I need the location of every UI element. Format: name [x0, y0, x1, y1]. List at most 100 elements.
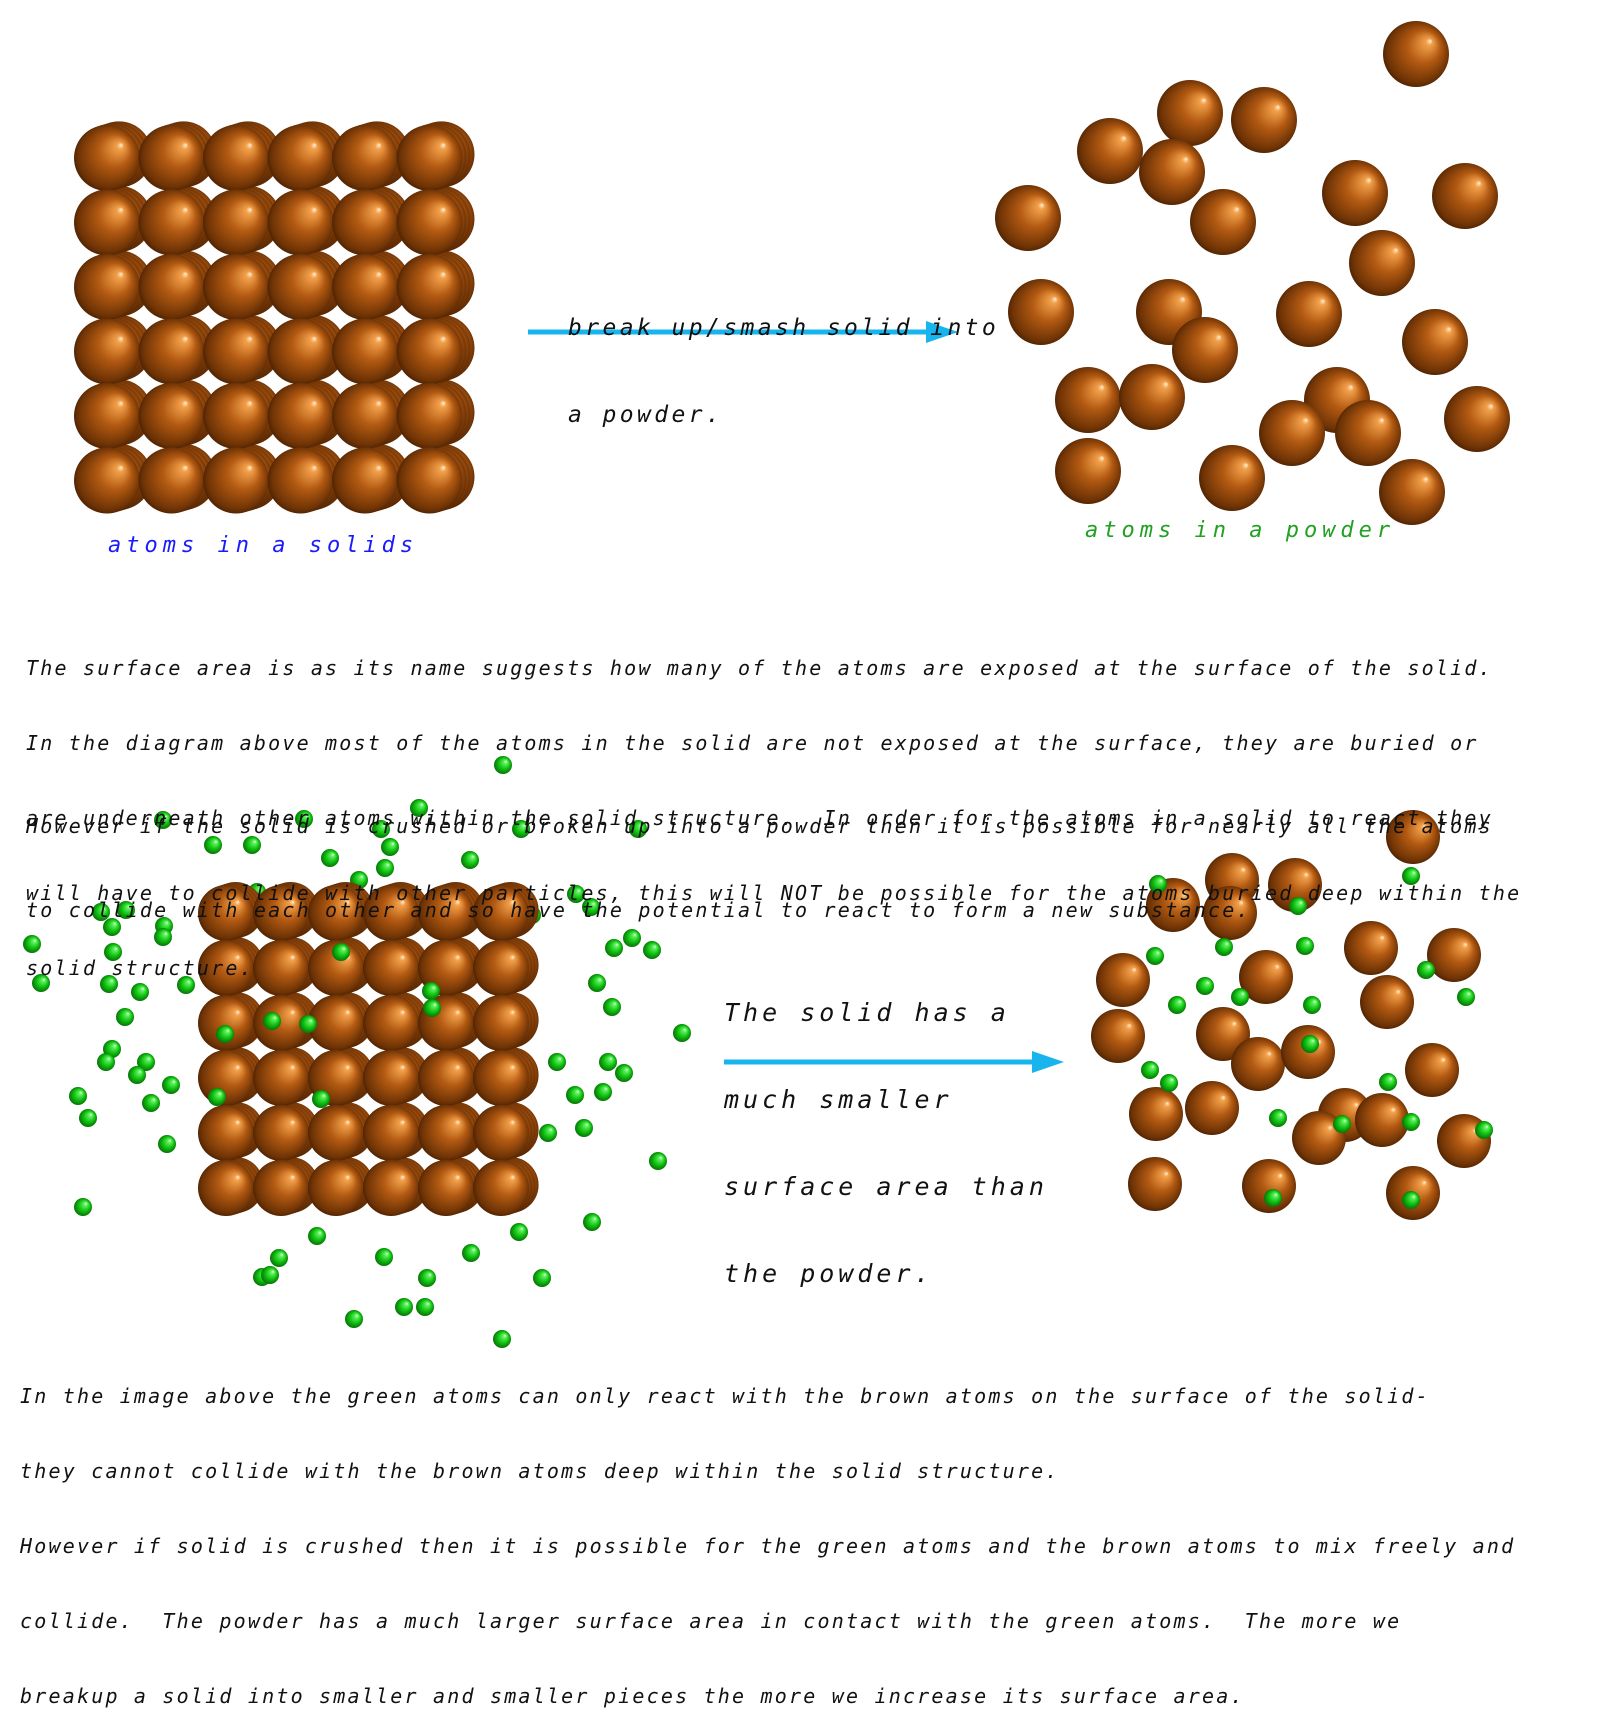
green-atom — [1196, 977, 1214, 995]
green-atom — [1289, 897, 1307, 915]
brown-atom — [74, 189, 140, 256]
brown-atom — [253, 885, 309, 941]
top-solid-cube — [74, 121, 475, 514]
green-atom — [599, 1053, 617, 1071]
bottom-green-atoms-front — [208, 943, 441, 1108]
top-powder-atoms — [995, 21, 1510, 525]
green-atom — [1402, 1113, 1420, 1131]
green-atom — [270, 1249, 288, 1267]
green-atom — [137, 1053, 155, 1071]
brown-atom — [74, 318, 140, 385]
brown-atom — [1128, 1157, 1182, 1211]
green-atom — [629, 820, 647, 838]
brown-atom — [1444, 386, 1510, 452]
paragraph-line: However if the solid is crushed or broke… — [26, 814, 1493, 838]
green-atom — [510, 1223, 528, 1241]
green-atom — [1264, 1189, 1282, 1207]
label-atoms-in-powder: atoms in a powder — [1085, 518, 1396, 543]
green-atom — [1333, 1115, 1351, 1133]
green-atom — [588, 974, 606, 992]
brown-atom — [253, 995, 309, 1051]
brown-atom — [203, 189, 269, 256]
paragraph-line: will have to collide with other particle… — [26, 881, 1522, 905]
brown-atom — [1276, 281, 1342, 347]
brown-atom — [308, 940, 364, 996]
brown-atom — [473, 1105, 529, 1161]
green-atom — [97, 1053, 115, 1071]
paragraph-line: The surface area is as its name suggests… — [26, 656, 1493, 680]
brown-atom — [396, 383, 463, 449]
brown-atom — [418, 1105, 474, 1161]
green-atom — [104, 943, 122, 961]
green-atom — [416, 1298, 434, 1316]
brown-atom — [1185, 1081, 1239, 1135]
green-atom — [615, 1064, 633, 1082]
green-atom — [1269, 1109, 1287, 1127]
brown-atom — [363, 995, 419, 1051]
green-atom — [92, 903, 110, 921]
green-atom — [131, 983, 149, 1001]
green-atom — [1475, 1121, 1493, 1139]
brown-atom — [332, 189, 398, 256]
explanation-paragraph-2: However if the solid is crushed or broke… — [26, 756, 1493, 952]
bottom-arrow-caption-line: The solid has a — [724, 998, 1010, 1027]
green-atom — [74, 1198, 92, 1216]
green-atom — [69, 1087, 87, 1105]
green-atom — [418, 1269, 436, 1287]
brown-atom — [418, 940, 474, 996]
brown-atom — [267, 318, 334, 385]
brown-atom — [203, 447, 269, 514]
green-atom — [1417, 961, 1435, 979]
green-atom — [263, 1012, 281, 1030]
brown-atom — [363, 1050, 419, 1106]
brown-atom — [1119, 364, 1185, 430]
green-atom — [128, 1066, 146, 1084]
brown-atom — [253, 1160, 309, 1216]
brown-atom — [198, 1160, 254, 1216]
green-atom — [462, 1244, 480, 1262]
brown-atom — [1242, 1159, 1296, 1213]
green-atom — [299, 1015, 317, 1033]
brown-atom — [1157, 80, 1223, 146]
brown-atom — [308, 1105, 364, 1161]
green-atom — [1141, 1061, 1159, 1079]
green-atom — [308, 1227, 326, 1245]
green-atom — [372, 820, 390, 838]
brown-atom — [1349, 230, 1415, 296]
brown-atom — [74, 254, 140, 320]
bottom-arrow-caption-line: the powder. — [724, 1259, 934, 1288]
green-atom — [116, 1008, 134, 1026]
green-atom — [23, 935, 41, 953]
brown-atom — [1091, 1009, 1145, 1063]
brown-atom — [1196, 1007, 1250, 1061]
brown-atom — [138, 189, 205, 256]
brown-atom — [198, 1050, 254, 1106]
brown-atom — [473, 1160, 529, 1216]
explanation-paragraph-3: In the image above the green atoms can o… — [20, 1334, 1515, 1734]
bottom-powder-green-atoms — [1141, 867, 1493, 1209]
brown-atom — [363, 885, 419, 941]
brown-atom — [995, 185, 1061, 251]
green-atom — [539, 1124, 557, 1142]
brown-atom — [396, 318, 463, 385]
brown-atom — [1008, 279, 1074, 345]
brown-atom — [1383, 21, 1449, 87]
brown-atom — [253, 1050, 309, 1106]
brown-atom — [198, 995, 254, 1051]
brown-atom — [396, 125, 463, 191]
green-atom — [312, 1090, 330, 1108]
bottom-solid-cube — [198, 882, 539, 1216]
brown-atom — [1432, 163, 1498, 229]
green-atom — [1168, 996, 1186, 1014]
brown-atom — [1203, 886, 1257, 940]
brown-atom — [138, 383, 205, 449]
brown-atom — [1096, 953, 1150, 1007]
brown-atom — [1402, 309, 1468, 375]
brown-atom — [332, 447, 398, 514]
green-atom — [583, 1213, 601, 1231]
brown-atom — [1405, 1043, 1459, 1097]
brown-atom — [1139, 139, 1205, 205]
green-atom — [32, 974, 50, 992]
green-atom — [381, 838, 399, 856]
green-atom — [154, 928, 172, 946]
